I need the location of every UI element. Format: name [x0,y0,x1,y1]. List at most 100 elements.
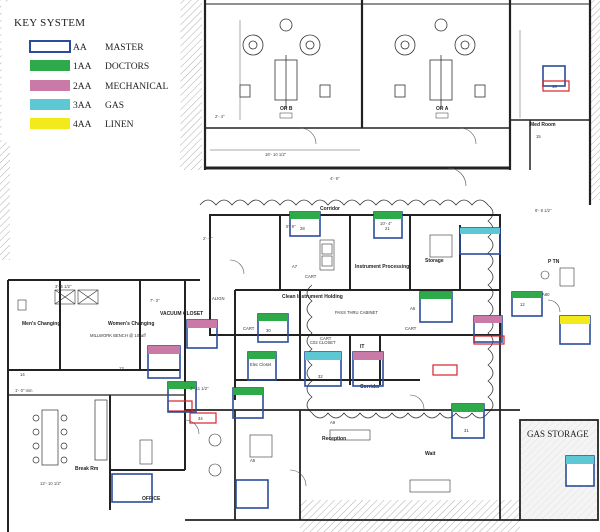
tag-a7: A7 [292,264,298,269]
label-cart-2: CART [320,336,332,341]
room-or-b: OR B [280,106,293,112]
legend-code-gas: 3AA [73,101,92,111]
fixtures-middle [319,234,575,287]
break-room-furniture [32,399,108,466]
door-swings [184,127,561,487]
room-pass-thru: PASS THRU CABINET [335,310,378,315]
room-mens-changing: Men's Changing [22,321,60,327]
dimensions-upper [210,20,521,151]
room-med-room: Med Room [530,122,556,128]
legend: KEY SYSTEM AA MASTER 1AA DOCTORS 2AA MEC… [1,1,181,143]
room-corridor-bottom: Corridor [360,384,380,390]
label-millwork: MILLWORK BENCH @ 10' aff [90,333,146,338]
key-doctors-left-lower-2 [233,388,263,395]
key-linen-right-2 [560,316,590,324]
dim-lower-8: 10'- 4" [380,221,392,226]
dim-lower-1: 1'- 0" min [15,388,33,393]
key-doctors-clean [258,314,288,321]
tag-28: 28 [300,226,305,231]
key-mechanical-it [353,352,383,360]
room-storage: Storage [425,258,444,264]
label-align: ALIGN [212,296,225,301]
legend-code-mechanical: 2AA [73,82,92,92]
label-cart-4: CART [305,274,317,279]
key-doctors-bottom-right [452,404,484,412]
legend-label-master: MASTER [105,43,144,53]
tag-a80: A80 [542,292,550,297]
furniture-lower [139,429,451,493]
walls-upper-wing [203,0,592,205]
key-mechanical-mid-right [474,316,502,323]
key-master-bottom-mid [235,479,269,509]
lockers [17,289,99,311]
legend-swatch-mechanical [30,80,70,91]
key-doctors-corridor-1 [290,212,320,219]
key-gas-gas-closet [305,352,341,360]
room-wait: Wait [425,451,436,457]
walls-middle [209,214,501,400]
dim-upper-2: 4'- 9" [330,176,340,181]
legend-label-linen: LINEN [105,120,134,130]
room-instrument: Instrument Processing [355,264,409,270]
room-p-tn: P TN [548,259,560,265]
dim-upper-1: 16'- 10 1/2" [265,152,287,157]
key-doctors-right-1 [512,292,542,298]
tag-32: 32 [318,374,323,379]
tag-21: 21 [385,226,390,231]
gas-storage-title: GAS STORAGE [527,429,589,439]
room-it: IT [360,344,364,350]
key-highlight-mid-right [473,335,505,345]
tag-15: 15 [536,134,541,139]
key-gas-storage [460,228,500,234]
room-clean-instrument: Clean Instrument Holding [282,294,343,300]
room-gas-closet: C02 CLOSET [310,340,336,345]
tag-34: 34 [198,416,203,421]
hatch-exterior-bottom [300,500,520,532]
key-highlight-left-2 [189,412,217,424]
label-cart-1: CART [243,326,255,331]
legend-swatch-linen [30,118,70,129]
room-vacuum-closet: VACUUM CLOSET [160,311,203,317]
key-highlight-center [432,364,458,376]
key-doctors-left-lower-1 [168,382,196,389]
legend-code-linen: 4AA [73,120,92,130]
dim-lower-3: 3'- 5 1/2" [55,284,72,289]
tag-a9: A9 [330,420,336,425]
dim-lower-5: 9'- 9" [286,224,296,229]
key-master-office [111,473,153,503]
hatch-exterior-top [180,0,202,170]
key-doctors-elec [248,352,276,359]
room-womens-changing: Women's Changing [108,321,154,327]
room-corridor-top: Corridor [320,206,340,212]
legend-title: KEY SYSTEM [14,17,85,29]
tag-a6: A6 [410,306,416,311]
legend-swatch-gas [30,99,70,110]
label-cart-3: CART [405,326,417,331]
key-highlight-med-room [542,80,570,92]
tag-13: 13 [119,366,124,371]
legend-swatch-master [29,40,71,53]
key-doctors-corridor-2 [374,212,402,219]
legend-swatch-doctors [30,60,70,71]
room-or-a: OR A [436,106,449,112]
hatch-exterior-right [590,0,600,200]
legend-label-gas: GAS [105,101,124,111]
key-mechanical-vacuum [187,320,217,328]
key-doctors-cart-right [420,292,452,299]
room-tag-or-a [435,112,449,119]
tag-14: 14 [20,372,25,377]
dim-lower-4: 7'- 3" [150,298,160,303]
or-b-equipment [239,18,331,108]
legend-label-doctors: DOCTORS [105,62,149,72]
tag-30: 30 [266,328,271,333]
tag-a5: A5 [250,458,256,463]
room-reception: Reception [322,436,346,442]
legend-label-mechanical: MECHANICAL [105,82,169,92]
dim-lower-6: 2'- 0" [203,236,213,241]
key-mechanical-left-mech [148,346,180,354]
dim-break-rm: 12'- 10 1/2" [40,481,62,486]
tag-12: 12 [520,302,525,307]
walls-left [7,279,200,532]
room-elec-closet: Elec Closet [250,362,272,367]
